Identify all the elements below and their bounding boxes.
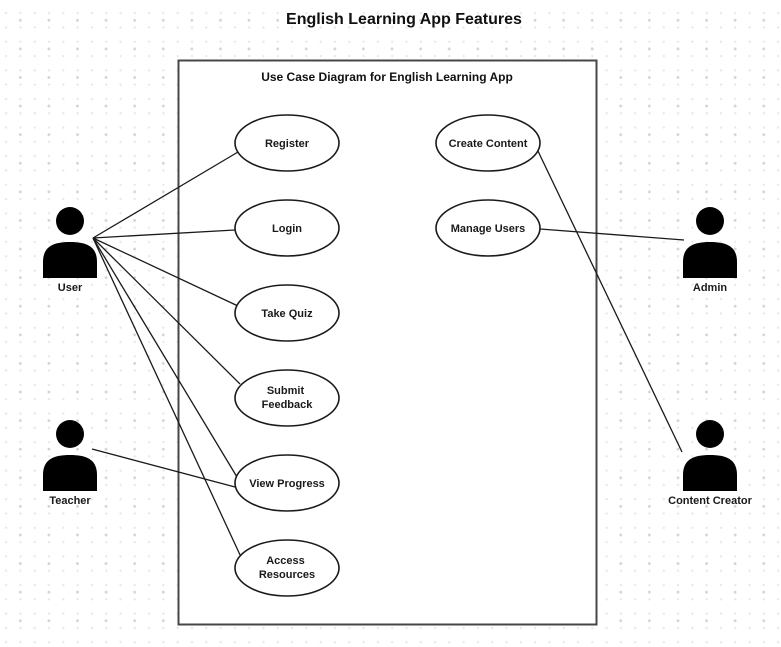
person-icon — [43, 420, 97, 491]
actor-admin[interactable]: Admin — [683, 207, 737, 294]
person-icon — [683, 420, 737, 491]
use-case-label: Submit Feedback — [262, 385, 314, 411]
use-case-label: Login — [272, 223, 302, 235]
actor-content-creator[interactable]: Content Creator — [668, 420, 753, 507]
actor-label: Admin — [693, 282, 728, 294]
person-icon — [683, 207, 737, 278]
use-case-register[interactable]: Register — [234, 114, 340, 172]
use-case-view-progress[interactable]: View Progress — [234, 454, 340, 512]
actor-label: Teacher — [49, 495, 91, 507]
association-user-access-resources[interactable] — [92, 237, 242, 558]
use-case-label: Create Content — [449, 138, 528, 150]
association-user-take-quiz[interactable] — [92, 237, 239, 307]
system-boundary-label: Use Case Diagram for English Learning Ap… — [261, 70, 513, 84]
association-user-login[interactable] — [92, 229, 236, 239]
use-case-label: Access Resources — [259, 555, 315, 581]
use-case-manage-users[interactable]: Manage Users — [435, 199, 541, 257]
association-user-register[interactable] — [92, 151, 239, 239]
use-case-login[interactable]: Login — [234, 199, 340, 257]
association-content-creator-create-content[interactable] — [536, 148, 683, 453]
actor-user[interactable]: User — [43, 207, 97, 294]
actor-teacher[interactable]: Teacher — [43, 420, 97, 507]
association-teacher-view-progress[interactable] — [91, 448, 236, 488]
use-case-label: Register — [265, 138, 310, 150]
actor-label: Content Creator — [668, 495, 752, 507]
use-case-create-content[interactable]: Create Content — [435, 114, 541, 172]
diagram-title: English Learning App Features — [286, 11, 522, 28]
use-case-label: View Progress — [249, 478, 325, 490]
use-case-take-quiz[interactable]: Take Quiz — [234, 284, 340, 342]
associations — [91, 148, 685, 558]
actor-label: User — [58, 282, 83, 294]
use-case-label: Manage Users — [451, 223, 526, 235]
person-icon — [43, 207, 97, 278]
association-user-view-progress[interactable] — [92, 237, 238, 478]
association-user-submit-feedback[interactable] — [92, 237, 241, 385]
association-admin-manage-users[interactable] — [539, 228, 685, 241]
use-case-submit-feedback[interactable]: Submit Feedback — [234, 369, 340, 427]
use-case-label: Take Quiz — [261, 308, 313, 320]
use-case-access-resources[interactable]: Access Resources — [234, 539, 340, 597]
